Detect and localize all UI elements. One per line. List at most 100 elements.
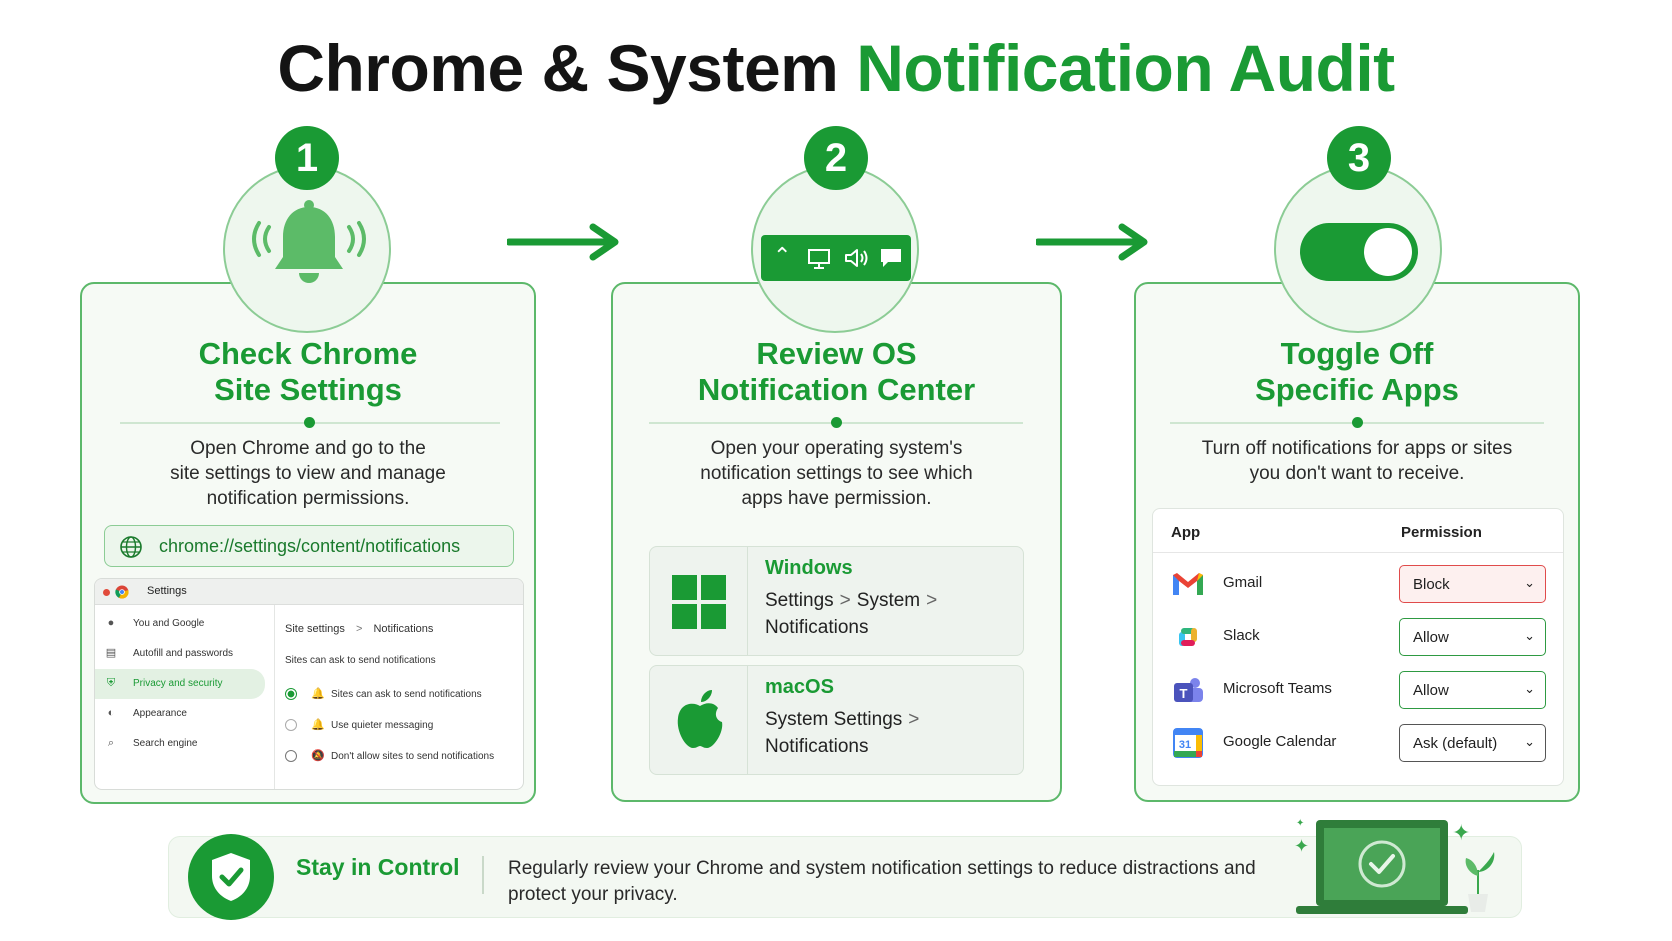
breadcrumb: Site settings > Notifications <box>285 623 434 635</box>
block-circle-icon[interactable] <box>285 750 297 762</box>
chevron-up-icon[interactable]: ⌃ <box>773 243 792 268</box>
system-tray: ⌃ <box>761 235 911 281</box>
bell-icon: 🔔 <box>311 719 325 731</box>
speaker-icon[interactable] <box>843 247 869 269</box>
step-number-badge: 3 <box>1327 126 1391 190</box>
windows-path-box: Windows Settings>System> Notifications <box>649 546 1024 656</box>
arrow-right-icon <box>1036 223 1148 261</box>
windows-logo-icon <box>672 575 726 629</box>
shield-check-icon <box>212 853 250 901</box>
settings-url: chrome://settings/content/notifications <box>159 536 461 556</box>
step-title: Check Chrome Site Settings <box>198 336 418 407</box>
sidebar-item-search-engine[interactable]: ⌕ Search engine <box>95 729 265 759</box>
app-permissions-table: App Permission Gmail Block ⌄ S <box>1152 508 1564 786</box>
step-card-chrome: Check Chrome Site Settings Open Chrome a… <box>80 282 536 804</box>
banner-text: Regularly review your Chrome and system … <box>508 858 1256 905</box>
option-quieter[interactable]: 🔔 Use quieter messaging <box>285 716 521 736</box>
globe-icon <box>120 536 142 558</box>
windows-settings-path: Settings>System> Notifications <box>765 590 938 638</box>
option-dont-allow[interactable]: 🔕 Don't allow sites to send notification… <box>285 747 521 767</box>
arrow-right-icon <box>507 223 619 261</box>
search-icon: ⌕ <box>107 737 115 749</box>
laptop-check-illustration: ✦ ✦ ✦ <box>1294 818 1470 914</box>
plant-icon <box>1465 852 1495 912</box>
step-description: Open your operating system's notificatio… <box>700 438 973 509</box>
slack-icon <box>1179 628 1197 646</box>
svg-text:✦: ✦ <box>1294 836 1309 857</box>
stay-in-control-banner <box>168 836 1522 918</box>
permission-select-teams[interactable]: Allow ⌄ <box>1399 671 1546 709</box>
macos-path-box: macOS System Settings> Notifications <box>649 665 1024 775</box>
window-titlebar: Settings <box>95 579 523 605</box>
google-calendar-icon: 31 <box>1173 728 1203 758</box>
bell-icon: 🔔 <box>311 688 325 700</box>
gmail-icon <box>1173 573 1203 595</box>
step-card-os: Review OS Notification Center Open your … <box>611 282 1062 802</box>
svg-text:✦: ✦ <box>1296 818 1304 829</box>
table-row: 31 Google Calendar Ask (default) ⌄ <box>1153 716 1563 769</box>
permission-select-gmail[interactable]: Block ⌄ <box>1399 565 1546 603</box>
settings-url-field[interactable]: chrome://settings/content/notifications <box>104 525 514 567</box>
chevron-down-icon: ⌄ <box>1524 681 1535 696</box>
bell-off-icon: 🔕 <box>311 750 325 762</box>
permission-select-slack[interactable]: Allow ⌄ <box>1399 618 1546 656</box>
notification-icon[interactable] <box>879 247 903 269</box>
step-icon-circle: ⌃ <box>751 165 919 333</box>
section-subtitle: Sites can ask to send notifications <box>285 655 436 666</box>
settings-sidebar: ● You and Google ▤ Autofill and password… <box>95 605 275 789</box>
radio-unselected[interactable] <box>285 719 297 731</box>
radio-selected[interactable] <box>285 688 297 700</box>
monitor-icon[interactable] <box>807 248 831 270</box>
title-accent: Notification Audit <box>856 31 1395 105</box>
toggle-knob <box>1364 228 1412 276</box>
chrome-settings-window: Settings ● You and Google ▤ Autofill and… <box>94 578 524 790</box>
bell-ringing-icon <box>252 200 366 283</box>
step-number-badge: 2 <box>804 126 868 190</box>
step-icon-circle <box>1274 165 1442 333</box>
macos-settings-path: System Settings> Notifications <box>765 709 920 757</box>
page-title: Chrome & System Notification Audit <box>0 30 1672 106</box>
settings-tab-label: Settings <box>147 585 187 597</box>
table-row: Gmail Block ⌄ <box>1153 557 1563 610</box>
banner-heading: Stay in Control <box>296 854 460 880</box>
table-row: Slack Allow ⌄ <box>1153 610 1563 663</box>
table-header: App Permission <box>1153 509 1563 553</box>
close-dot-icon[interactable] <box>103 589 110 596</box>
autofill-icon: ▤ <box>105 647 117 659</box>
banner-divider <box>482 856 484 894</box>
person-icon: ● <box>107 617 115 629</box>
step-title: Review OS Notification Center <box>697 336 976 407</box>
option-allow-ask[interactable]: 🔔 Sites can ask to send notifications <box>285 685 521 705</box>
app-name: Slack <box>1223 627 1260 644</box>
permission-select-calendar[interactable]: Ask (default) ⌄ <box>1399 724 1546 762</box>
os-name-macos: macOS <box>765 676 834 698</box>
settings-main-panel: Site settings > Notifications Sites can … <box>285 605 521 789</box>
shield-icon: ⛨ <box>106 677 116 689</box>
toggle-switch[interactable] <box>1300 223 1418 281</box>
teams-icon: T <box>1174 678 1203 702</box>
app-name: Google Calendar <box>1223 733 1337 750</box>
sidebar-item-privacy[interactable]: ⛨ Privacy and security <box>95 669 265 699</box>
chrome-logo-icon <box>115 585 129 599</box>
divider-dot <box>831 417 842 428</box>
table-row: T Microsoft Teams Allow ⌄ <box>1153 663 1563 716</box>
divider-dot <box>304 417 315 428</box>
sidebar-item-you-and-google[interactable]: ● You and Google <box>95 609 265 639</box>
step-icon-circle <box>223 165 391 333</box>
apple-logo-icon <box>677 690 723 748</box>
step-card-toggle: Toggle Off Specific Apps Turn off notifi… <box>1134 282 1580 802</box>
step-description: Open Chrome and go to the site settings … <box>170 438 446 509</box>
svg-text:T: T <box>1180 686 1188 701</box>
step-number-badge: 1 <box>275 126 339 190</box>
sidebar-item-appearance[interactable]: ◐ Appearance <box>95 699 265 729</box>
calendar-day: 31 <box>1179 739 1191 751</box>
sidebar-item-autofill[interactable]: ▤ Autofill and passwords <box>105 647 234 659</box>
os-name-windows: Windows <box>765 557 853 579</box>
title-main: Chrome & System <box>277 31 839 105</box>
svg-text:✦: ✦ <box>1452 821 1470 846</box>
shield-badge <box>188 834 274 920</box>
app-name: Gmail <box>1223 574 1263 591</box>
chevron-down-icon: ⌄ <box>1524 575 1535 590</box>
chevron-down-icon: ⌄ <box>1524 734 1535 749</box>
step-description: Turn off notifications for apps or sites… <box>1201 438 1513 484</box>
